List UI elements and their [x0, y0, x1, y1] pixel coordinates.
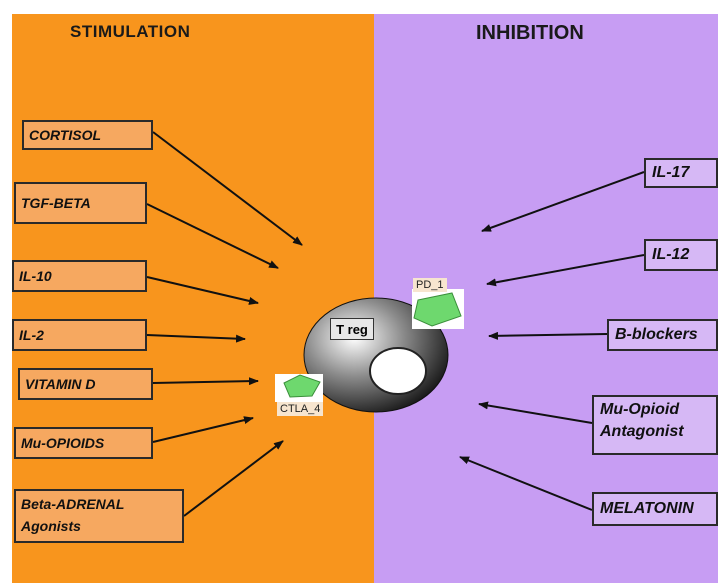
- stimulator-vitamin-d: VITAMIN D: [18, 368, 153, 400]
- arrow-vitamin-d: [152, 377, 259, 386]
- pd1-receptor-icon: [413, 292, 462, 327]
- stimulator-cortisol: CORTISOL: [22, 120, 153, 150]
- inhibitor-melatonin: MELATONIN: [592, 492, 718, 526]
- mu-opioid-line1: Mu-Opioid: [600, 401, 680, 418]
- arrow-tgf-beta: [146, 203, 279, 269]
- cell-nucleus: [369, 347, 427, 395]
- arrow-b-blockers: [488, 331, 608, 340]
- arrow-mu-opioid-antagonist: [478, 401, 593, 424]
- stimulation-heading: STIMULATION: [70, 22, 191, 41]
- arrow-il12: [486, 254, 645, 287]
- beta-adrenal-line2: Agonists: [21, 518, 81, 534]
- stimulator-il2: IL-2: [12, 319, 147, 351]
- arrow-il2: [146, 334, 246, 343]
- inhibitor-il17: IL-17: [644, 158, 718, 188]
- stimulator-tgf-beta: TGF-BETA: [14, 182, 147, 224]
- inhibitor-il12: IL-12: [644, 239, 718, 271]
- pd1-label: PD_1: [413, 278, 447, 292]
- stimulation-panel: [12, 14, 374, 583]
- arrow-beta-adrenal: [183, 440, 284, 517]
- arrow-cortisol: [152, 131, 303, 246]
- stimulator-il10: IL-10: [12, 260, 147, 292]
- arrow-melatonin: [459, 456, 593, 511]
- treg-label: T reg: [330, 318, 374, 340]
- stimulator-mu-opioids: Mu-OPIOIDS: [14, 427, 153, 459]
- arrow-mu-opioids: [152, 416, 254, 443]
- stimulator-beta-adrenal-agonists: Beta-ADRENAL Agonists: [14, 489, 184, 543]
- mu-opioid-line2: Antagonist: [600, 423, 684, 440]
- ctla4-receptor-icon: [283, 374, 321, 398]
- inhibitor-b-blockers: B-blockers: [607, 319, 718, 351]
- ctla4-label: CTLA_4: [277, 402, 324, 416]
- arrow-il10: [146, 276, 259, 305]
- beta-adrenal-line1: Beta-ADRENAL: [21, 496, 125, 512]
- arrow-il17: [481, 171, 645, 232]
- inhibition-heading: INHIBITION: [476, 22, 584, 44]
